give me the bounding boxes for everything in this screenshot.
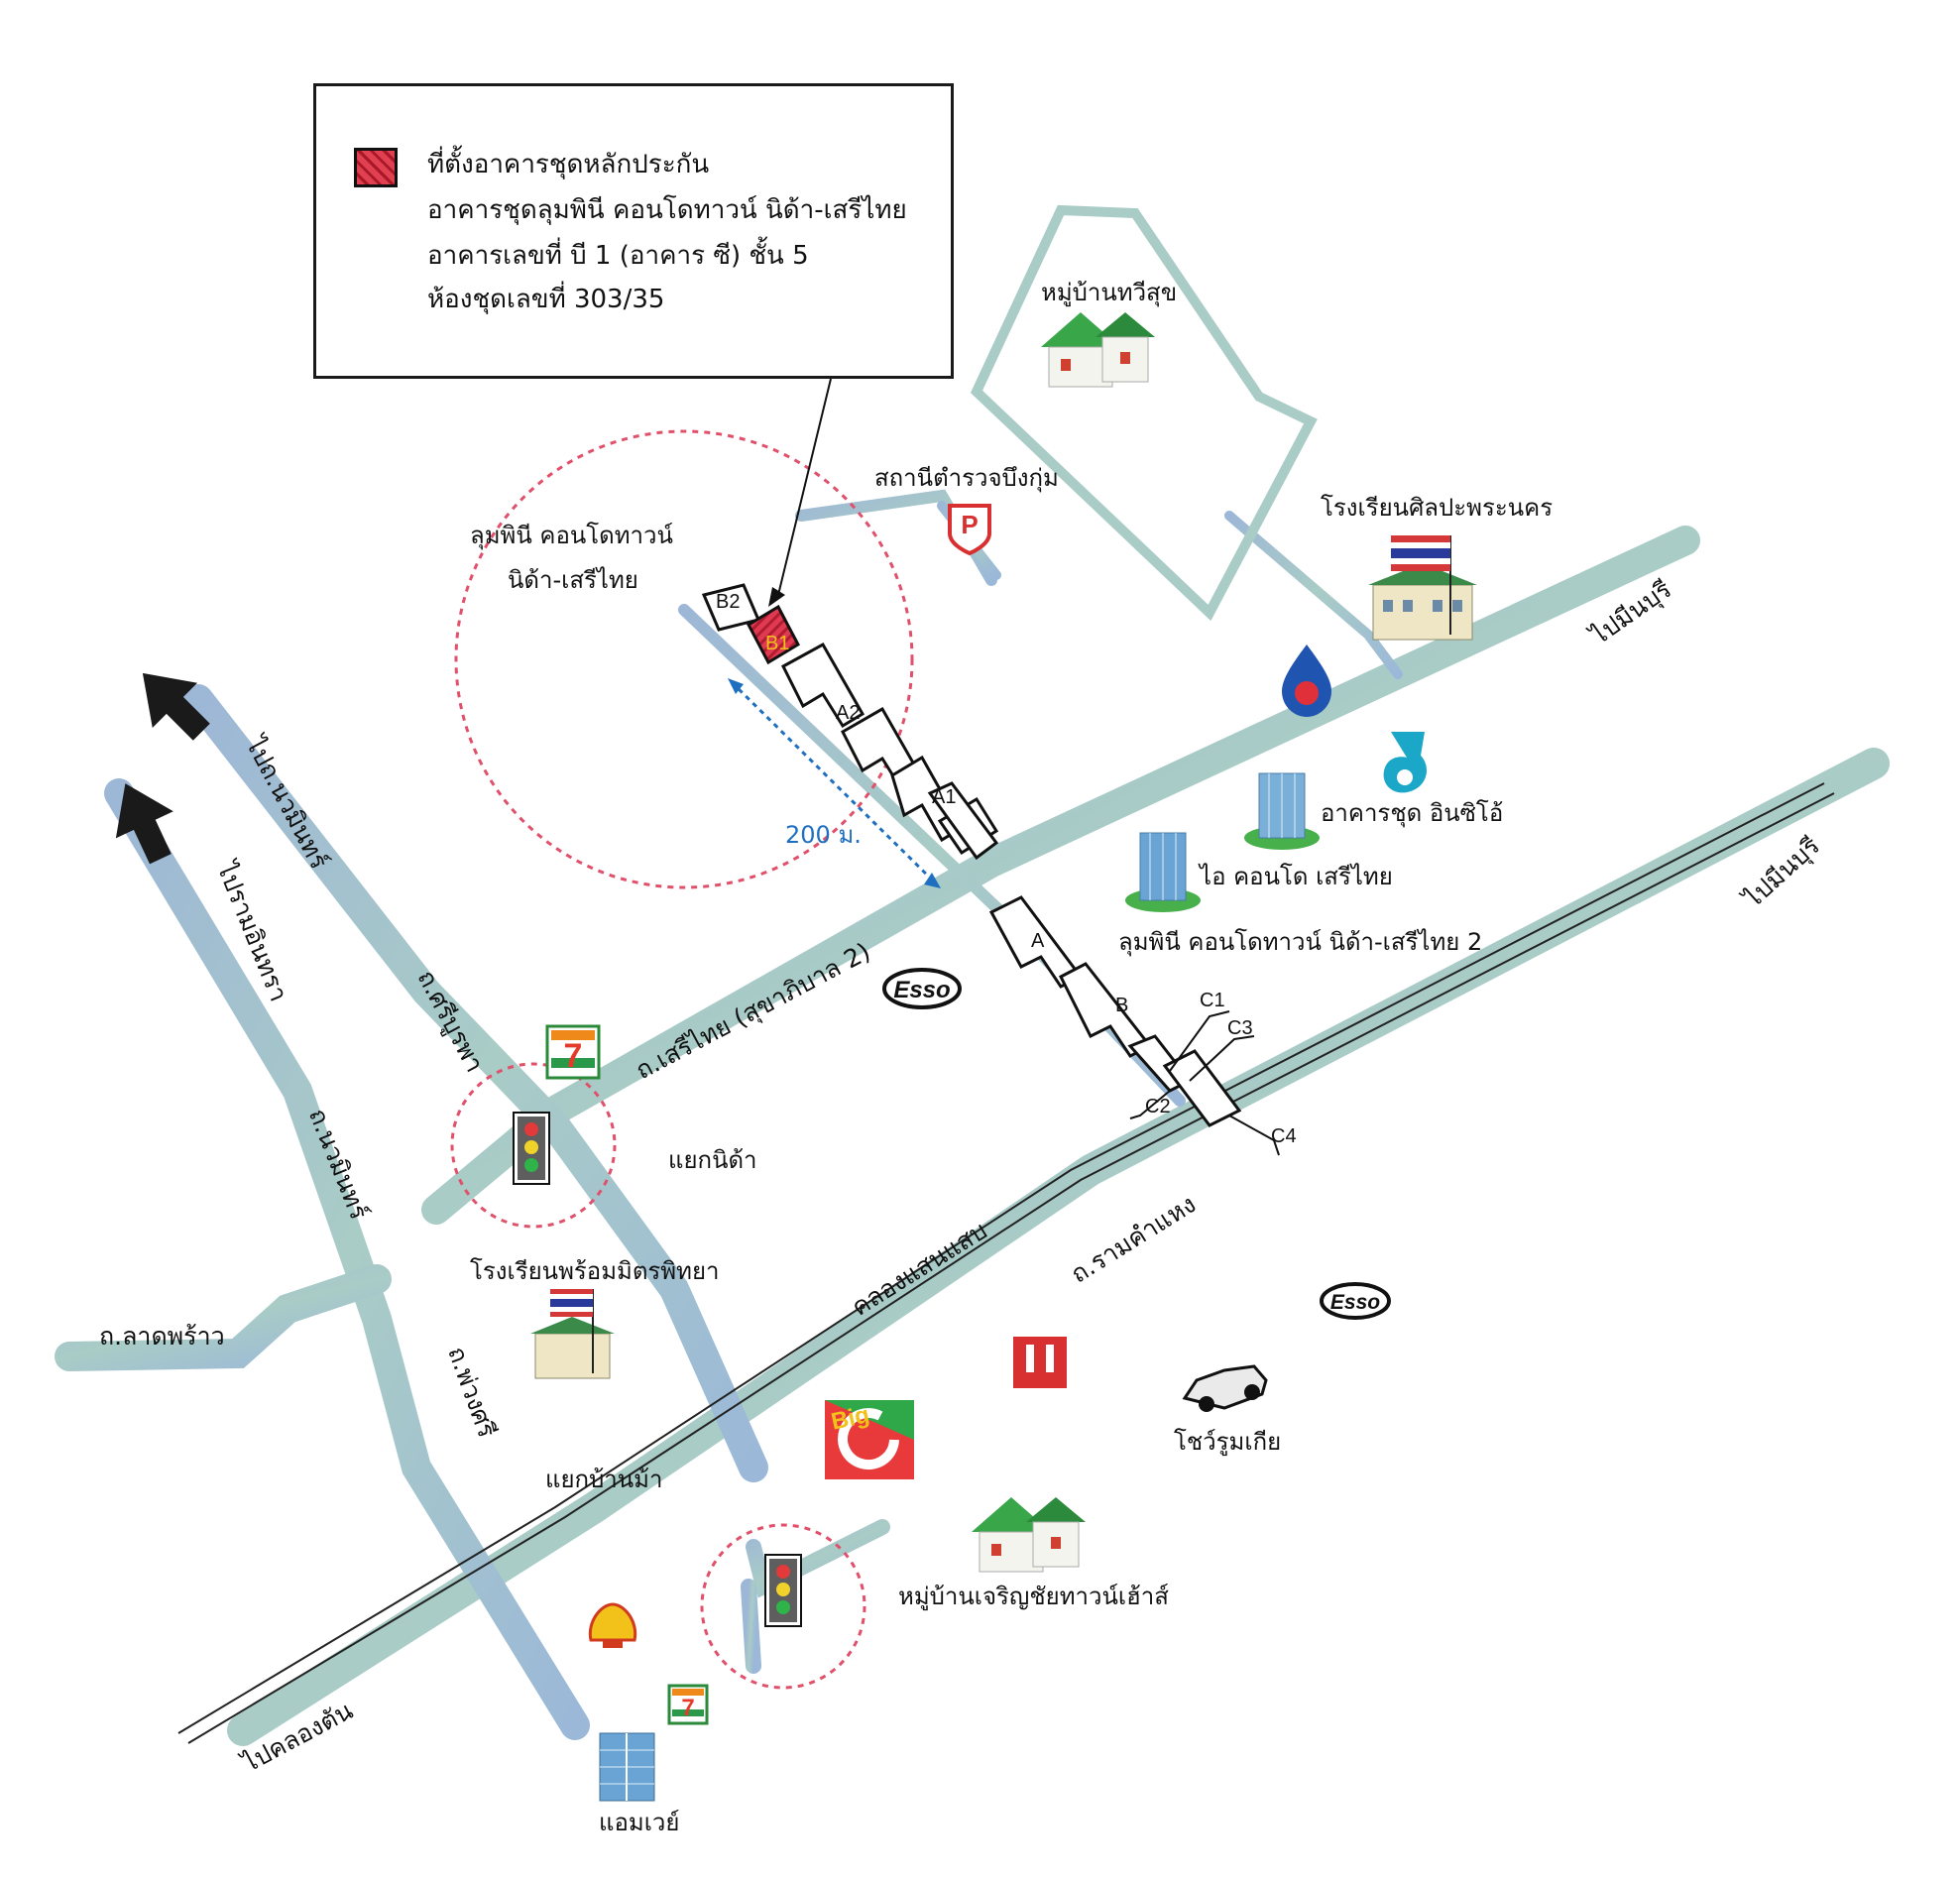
car-showroom-icon [1182,1364,1268,1412]
distance-arrow-bottom [924,873,941,888]
esso-logo-icon-2 [1320,1282,1391,1320]
label-charoenchai-village: หมู่บ้านเจริญชัยทาวน์เฮ้าส์ [898,1583,1169,1610]
tower-icon-inspire [1244,772,1320,850]
esso-logo-text-2: Esso [1330,1291,1380,1314]
road-banma-branch [746,1519,890,1598]
road-banma-stub [741,1579,761,1674]
traffic-light-banma [764,1554,802,1627]
label-kia-showroom: โชว์รูมเกีย [1174,1428,1282,1456]
label-school-prommit: โรงเรียนพร้อมมิตรพิทยา [470,1257,720,1285]
road-seri-thai [421,526,1700,1225]
shell-logo-icon [588,1602,637,1648]
seven-eleven-logo-icon-2 [667,1684,709,1725]
legend-line-2: อาคารเลขที่ บี 1 (อาคาร ซี) ชั้น 5 [427,241,809,271]
pttplus-drop-icon [1383,732,1427,793]
seven-eleven-logo-text-2: 7 [681,1695,694,1721]
label-nida-junction: แยกนิด้า [668,1146,757,1174]
road-school-link [1224,511,1403,679]
isuzu-logo-icon [1013,1337,1067,1388]
legend-swatch [354,148,398,187]
road-village-thawisuk [970,204,1318,622]
building-label-b1: B1 [765,633,789,654]
house-icon-thawisuk [1041,312,1155,388]
building-label-b2: B2 [716,591,740,613]
building-label-c1: C1 [1200,990,1225,1011]
arrow-to-nawamin [142,672,210,741]
esso-logo-icon-1 [882,968,962,1009]
roads [55,204,1890,1746]
road-nawamin [104,778,590,1740]
building-label-c4: C4 [1271,1125,1297,1147]
label-distance: 200 ม. [785,821,862,849]
highlight-circle-nida-junction [450,1062,617,1229]
road-sriburapha [183,684,768,1482]
highlight-circle-banma-junction [700,1523,866,1690]
arrow-to-ram-intra [115,783,173,865]
highlight-circle-condo [454,429,914,889]
parking-letter: P [961,510,978,539]
traffic-light-nida [513,1112,550,1185]
building-label-c3: C3 [1227,1017,1253,1039]
building-label-c2: C2 [1145,1096,1171,1117]
building-b1-highlight [747,604,800,665]
ptt-logo-icon [1282,645,1331,717]
label-village-thawisuk: หมู่บ้านทวีสุข [1041,279,1178,306]
building-label-a1: A1 [932,786,956,808]
distance-indicator [730,680,939,886]
building-label-a2: A2 [836,702,860,724]
label-condo-inspire: อาคารชุด อินซิโอ้ [1321,799,1504,827]
canal-khlong-saensaep [177,782,1835,1744]
legend-box: ที่ตั้งอาคารชุดหลักประกัน อาคารชุดลุมพิน… [313,83,954,379]
label-school-silpa: โรงเรียนศิลปะพระนคร [1321,494,1554,522]
esso-logo-text-1: Esso [893,977,950,1003]
house-icon-charoenchai [972,1497,1086,1573]
legend-pointer-arrow [768,587,785,607]
big-c-logo-icon [825,1400,914,1479]
label-nida-serithai: นิด้า-เสรีไทย [508,566,638,594]
legend-pointer-line [777,378,832,596]
legend-line-3: ห้องชุดเลขที่ 303/35 [427,285,665,314]
label-banma-junction: แยกบ้านม้า [545,1466,663,1493]
label-lumpini-condotown: ลุมพินี คอนโดทาวน์ [470,522,673,549]
seven-eleven-logo-text-1: 7 [564,1037,583,1075]
legend-title: ที่ตั้งอาคารชุดหลักประกัน [427,150,710,179]
road-ramkhamhaeng [227,748,1890,1746]
building-label-b: B [1115,995,1128,1016]
parking-police-icon [948,504,991,556]
label-i-condo: ไอ คอนโด เสรีไทย [1200,863,1393,890]
label-amway: แอมเวย์ [599,1809,680,1836]
label-police-station: สถานีตำรวจบึงกุ่ม [874,464,1059,492]
condo-buildings-north [701,583,999,861]
school-icon-prommit [530,1289,615,1379]
legend-line-1: อาคารชุดลุมพินี คอนโดทาวน์ นิด้า-เสรีไทย [427,195,907,225]
distance-arrow-top [728,678,744,694]
label-road-latphrao: ถ.ลาดพร้าว [99,1322,225,1351]
road-latphrao [55,1264,392,1371]
building-callout-lines [1129,1010,1280,1156]
tower-icon-i-condo [1125,832,1201,912]
tower-icon-amway [599,1732,655,1802]
condo-buildings-south [988,895,1242,1127]
seven-eleven-logo-icon-1 [545,1024,601,1080]
label-lumpini-2: ลุมพินี คอนโดทาวน์ นิด้า-เสรีไทย 2 [1118,928,1483,956]
building-label-a: A [1031,930,1045,952]
school-icon-silpa [1368,535,1477,641]
